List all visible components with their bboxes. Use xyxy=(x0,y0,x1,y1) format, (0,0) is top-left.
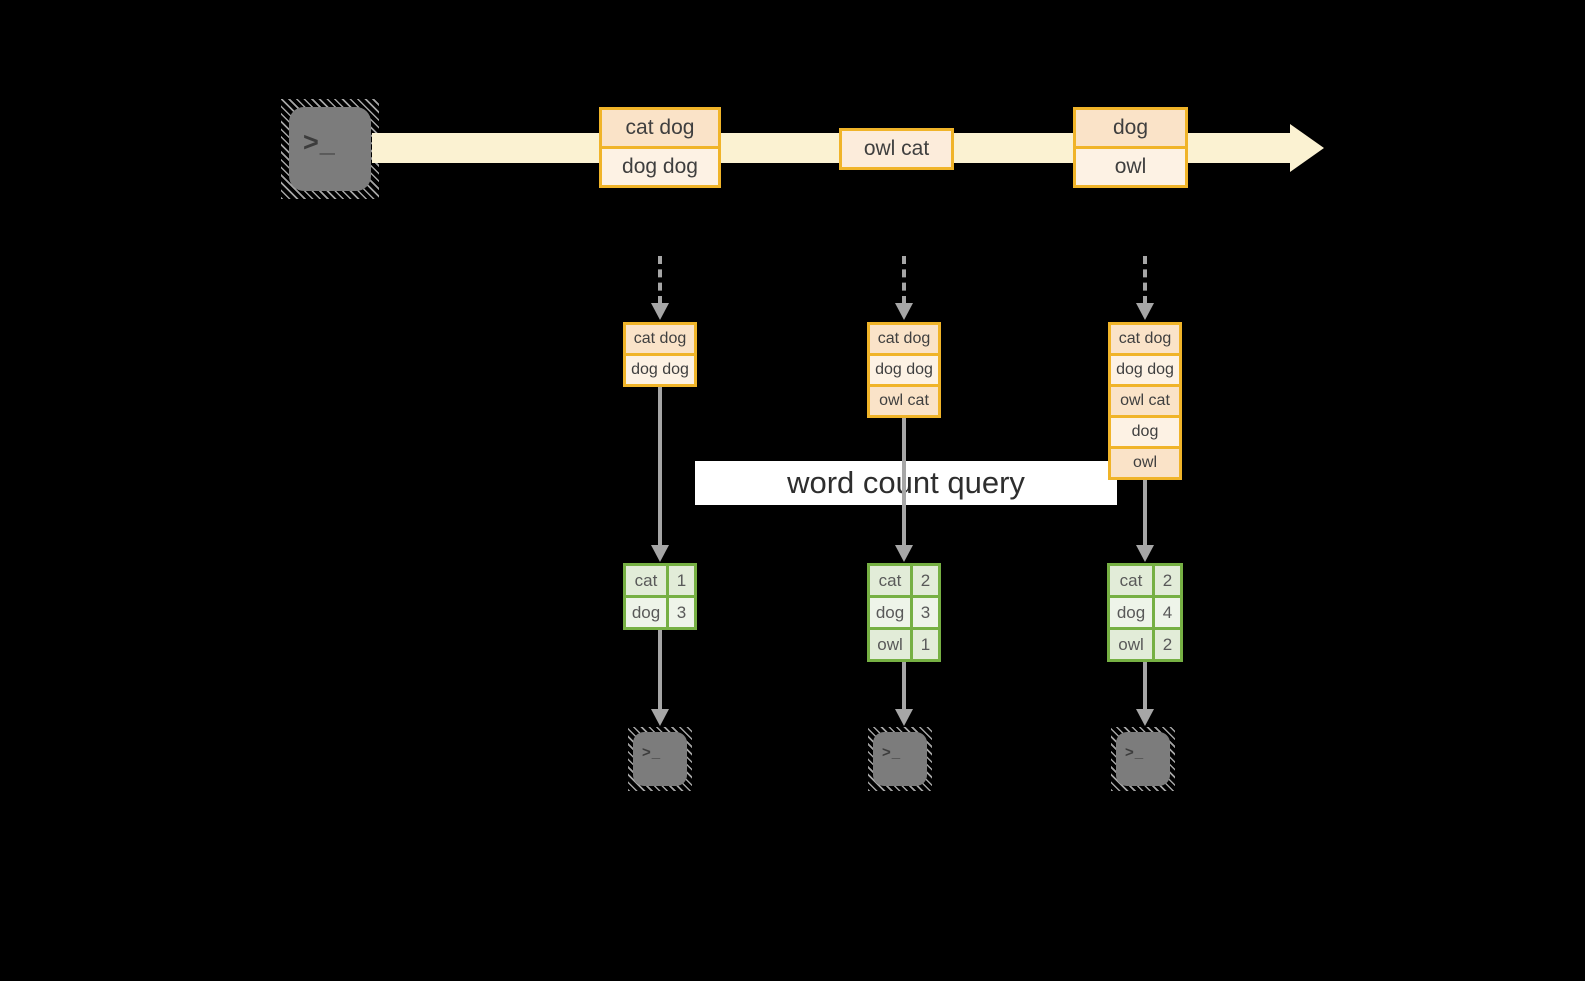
result-count: 2 xyxy=(910,566,938,595)
sink-line-1 xyxy=(658,630,662,710)
terminal-prompt-glyph: >_ xyxy=(642,744,662,761)
stream-message: dog xyxy=(1076,110,1185,146)
terminal-prompt-glyph: >_ xyxy=(1125,744,1145,761)
stack-row: cat dog xyxy=(870,325,938,353)
result-word: dog xyxy=(626,598,666,627)
sink-arrow-head-2 xyxy=(895,709,913,726)
terminal-sink-icon-1: >_ xyxy=(628,727,692,791)
trigger-dashed-line-3 xyxy=(1143,256,1147,304)
stack-row: dog dog xyxy=(1111,353,1179,384)
result-word: cat xyxy=(1110,566,1152,595)
result-table-2: cat 2 dog 3 owl 1 xyxy=(867,563,941,662)
result-row: dog 3 xyxy=(870,595,938,627)
result-row: cat 1 xyxy=(626,566,694,595)
input-stack-2: cat dog dog dog owl cat xyxy=(867,322,941,418)
trigger-dashed-line-1 xyxy=(658,256,662,304)
query-arrow-head-3 xyxy=(1136,545,1154,562)
sink-line-2 xyxy=(902,662,906,710)
result-word: cat xyxy=(626,566,666,595)
result-count: 1 xyxy=(666,566,694,595)
input-stack-3: cat dog dog dog owl cat dog owl xyxy=(1108,322,1182,480)
input-stack-1: cat dog dog dog xyxy=(623,322,697,387)
stack-row: dog dog xyxy=(870,353,938,384)
query-arrow-head-2 xyxy=(895,545,913,562)
query-banner: word count query xyxy=(695,461,1117,505)
trigger-arrow-head-3 xyxy=(1136,303,1154,320)
result-row: owl 2 xyxy=(1110,627,1180,659)
result-word: cat xyxy=(870,566,910,595)
result-word: dog xyxy=(870,598,910,627)
terminal-sink-icon-3: >_ xyxy=(1111,727,1175,791)
terminal-source-icon: >_ xyxy=(281,99,379,199)
result-word: dog xyxy=(1110,598,1152,627)
stream-batch-1: cat dog dog dog xyxy=(599,107,721,188)
trigger-arrow-head-2 xyxy=(895,303,913,320)
result-count: 1 xyxy=(910,630,938,659)
query-line-2 xyxy=(902,418,906,546)
result-word: owl xyxy=(1110,630,1152,659)
stream-batch-2: owl cat xyxy=(839,128,954,170)
trigger-arrow-head-1 xyxy=(651,303,669,320)
stream-message: dog dog xyxy=(602,146,718,185)
result-count: 3 xyxy=(910,598,938,627)
stream-message: cat dog xyxy=(602,110,718,146)
sink-arrow-head-3 xyxy=(1136,709,1154,726)
stack-row: owl cat xyxy=(1111,384,1179,415)
sink-line-3 xyxy=(1143,662,1147,710)
sink-arrow-head-1 xyxy=(651,709,669,726)
result-count: 2 xyxy=(1152,566,1180,595)
terminal-prompt-glyph: >_ xyxy=(882,744,902,761)
trigger-dashed-line-2 xyxy=(902,256,906,304)
result-row: owl 1 xyxy=(870,627,938,659)
stream-message: owl cat xyxy=(842,131,951,167)
query-line-3 xyxy=(1143,480,1147,546)
stack-row: owl cat xyxy=(870,384,938,415)
stream-batch-3: dog owl xyxy=(1073,107,1188,188)
result-table-3: cat 2 dog 4 owl 2 xyxy=(1107,563,1183,662)
result-table-1: cat 1 dog 3 xyxy=(623,563,697,630)
stack-row: owl xyxy=(1111,446,1179,477)
terminal-prompt-glyph: >_ xyxy=(303,127,336,157)
stack-row: cat dog xyxy=(1111,325,1179,353)
stack-row: dog dog xyxy=(626,353,694,384)
query-banner-label: word count query xyxy=(787,465,1025,500)
query-line-1 xyxy=(658,387,662,546)
result-row: dog 3 xyxy=(626,595,694,627)
terminal-sink-icon-2: >_ xyxy=(868,727,932,791)
result-count: 2 xyxy=(1152,630,1180,659)
stack-row: cat dog xyxy=(626,325,694,353)
result-row: cat 2 xyxy=(870,566,938,595)
stream-message: owl xyxy=(1076,146,1185,185)
stack-row: dog xyxy=(1111,415,1179,446)
stream-arrow-head xyxy=(1290,124,1324,172)
result-word: owl xyxy=(870,630,910,659)
result-count: 4 xyxy=(1152,598,1180,627)
result-row: cat 2 xyxy=(1110,566,1180,595)
result-count: 3 xyxy=(666,598,694,627)
query-arrow-head-1 xyxy=(651,545,669,562)
result-row: dog 4 xyxy=(1110,595,1180,627)
